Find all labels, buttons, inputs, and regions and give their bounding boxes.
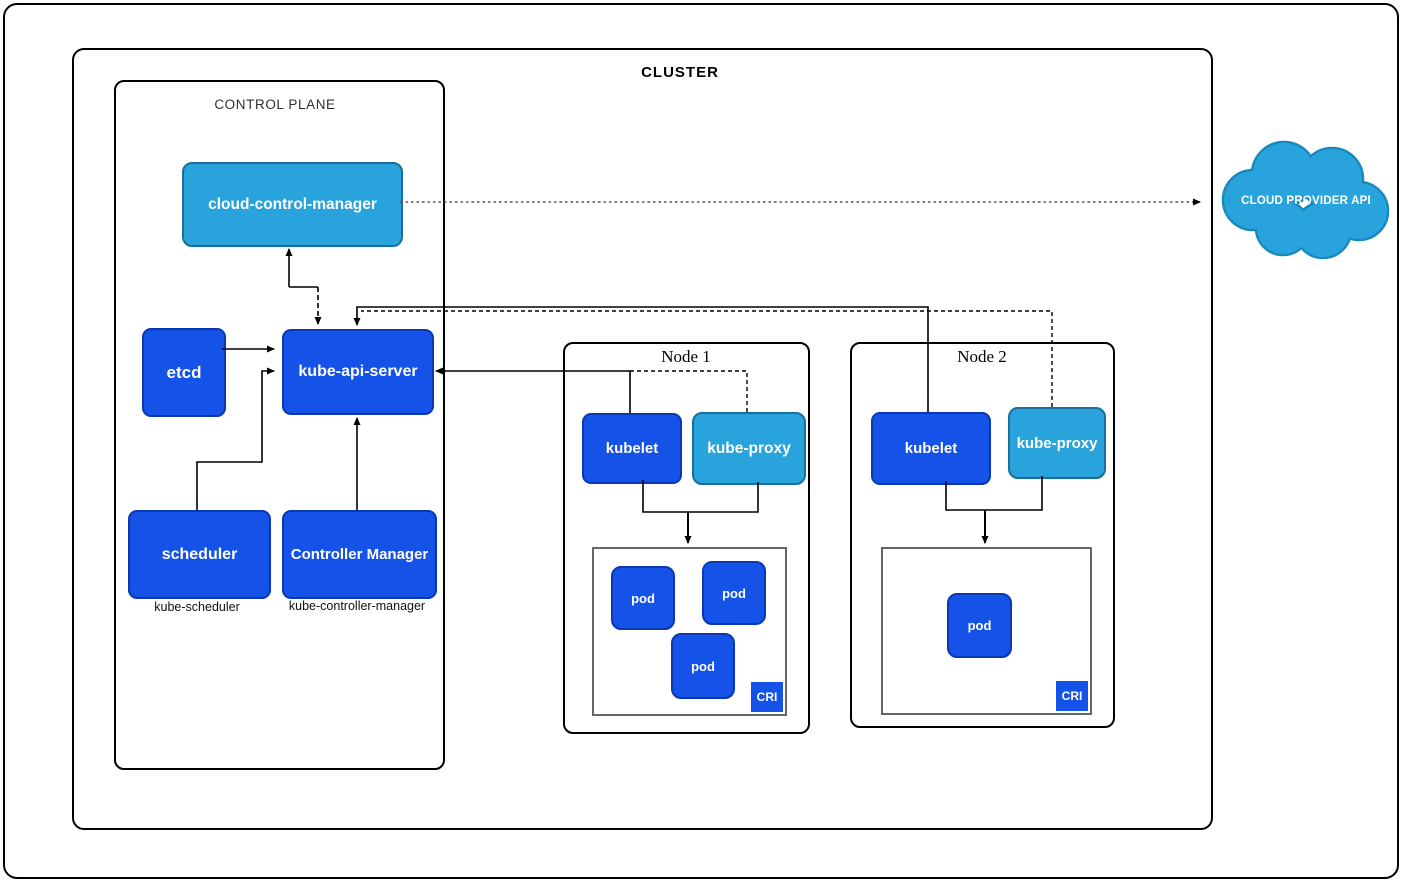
node1-pod: pod: [611, 566, 675, 630]
cluster-label: CLUSTER: [641, 64, 719, 81]
etcd-box: etcd: [142, 328, 226, 417]
kube-controller-manager-sublabel: kube-controller-manager: [288, 599, 426, 613]
kube-scheduler-sublabel: kube-scheduler: [154, 600, 240, 614]
control-plane-box: [114, 80, 445, 770]
outer-frame: [3, 3, 1399, 879]
node2-kubelet-box: kubelet: [871, 412, 991, 485]
cluster-box: [72, 48, 1213, 830]
kube-api-server-box: kube-api-server: [282, 329, 434, 415]
cloud-provider-api-label: CLOUD PROVIDER API: [1241, 195, 1371, 207]
controller-manager-box: Controller Manager: [282, 510, 437, 599]
node2-cri-badge: CRI: [1056, 681, 1088, 711]
node2-label: Node 2: [957, 347, 1007, 366]
node1-kube-proxy-box: kube-proxy: [692, 412, 806, 485]
node2-kube-proxy-box: kube-proxy: [1008, 407, 1106, 479]
control-plane-label: CONTROL PLANE: [214, 97, 336, 112]
node1-label: Node 1: [661, 347, 711, 366]
node1-cri-badge: CRI: [751, 682, 783, 712]
scheduler-box: scheduler: [128, 510, 271, 599]
node1-pod: pod: [702, 561, 766, 625]
cloud-control-manager-box: cloud-control-manager: [182, 162, 403, 247]
node1-kubelet-box: kubelet: [582, 413, 682, 484]
node1-pod: pod: [671, 633, 735, 699]
node2-pod: pod: [947, 593, 1012, 658]
